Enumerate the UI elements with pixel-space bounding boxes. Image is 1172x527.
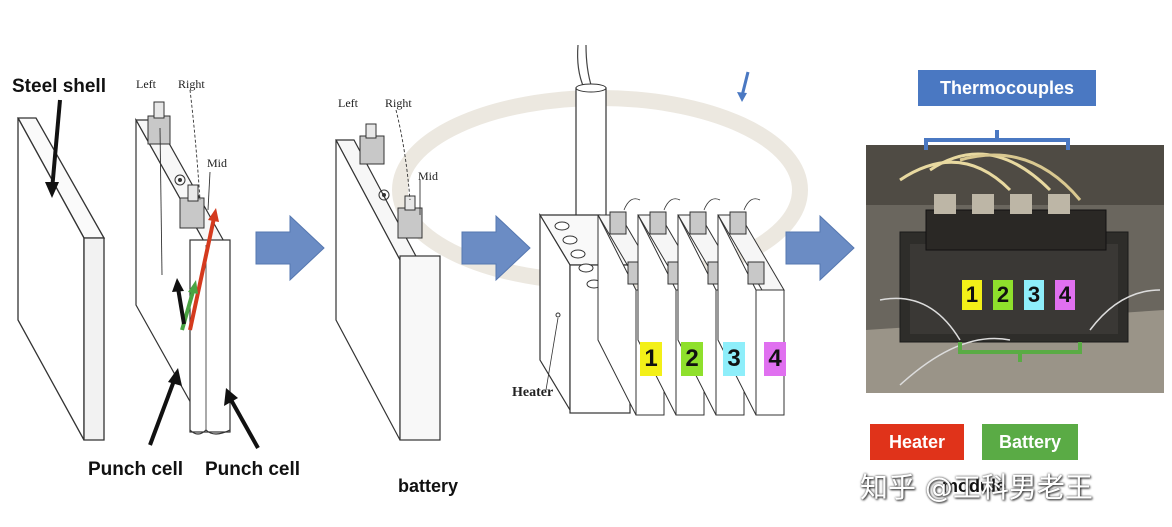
watermark-text: 知乎 @工科男老王: [860, 471, 1093, 504]
cell-tag-2: 2: [681, 342, 703, 376]
photo-tag-4: 4: [1055, 280, 1075, 310]
module-label: module: [942, 476, 1007, 496]
right-terminal-label-2: Right: [385, 96, 412, 110]
flow-arrow-1: [255, 214, 325, 282]
module-photo: [866, 130, 1164, 393]
thermocouples-box: Thermocouples: [918, 70, 1096, 106]
battery-box: Battery: [982, 424, 1078, 460]
mid-terminal-label-2: Mid: [418, 169, 439, 183]
steel-shell-label: Steel shell: [12, 76, 106, 97]
assembled-battery-drawing: [335, 109, 441, 441]
photo-tag-2: 2: [993, 280, 1013, 310]
steel-shell-drawing: [16, 99, 106, 441]
flow-arrow-3: [785, 214, 855, 282]
left-terminal-label-1: Left: [136, 77, 156, 91]
punch-cells-drawing: [134, 89, 260, 449]
heater-box: Heater: [870, 424, 964, 460]
cell-tag-4: 4: [764, 342, 786, 376]
punch-cell-left-label: Punch cell: [88, 459, 184, 480]
punch-cell-right-label: Punch cell: [205, 459, 301, 480]
photo-tag-1: 1: [962, 280, 982, 310]
battery-label: battery: [398, 476, 459, 496]
mid-terminal-label-1: Mid: [207, 156, 228, 170]
cell-tag-1: 1: [640, 342, 662, 376]
photo-tag-3: 3: [1024, 280, 1044, 310]
heater-drawing-label: Heater: [512, 385, 554, 400]
flow-arrow-2: [461, 214, 531, 282]
left-terminal-label-2: Left: [338, 96, 358, 110]
small-blue-arrow: [740, 71, 750, 97]
right-terminal-label-1: Right: [178, 77, 205, 91]
cell-tag-3: 3: [723, 342, 745, 376]
